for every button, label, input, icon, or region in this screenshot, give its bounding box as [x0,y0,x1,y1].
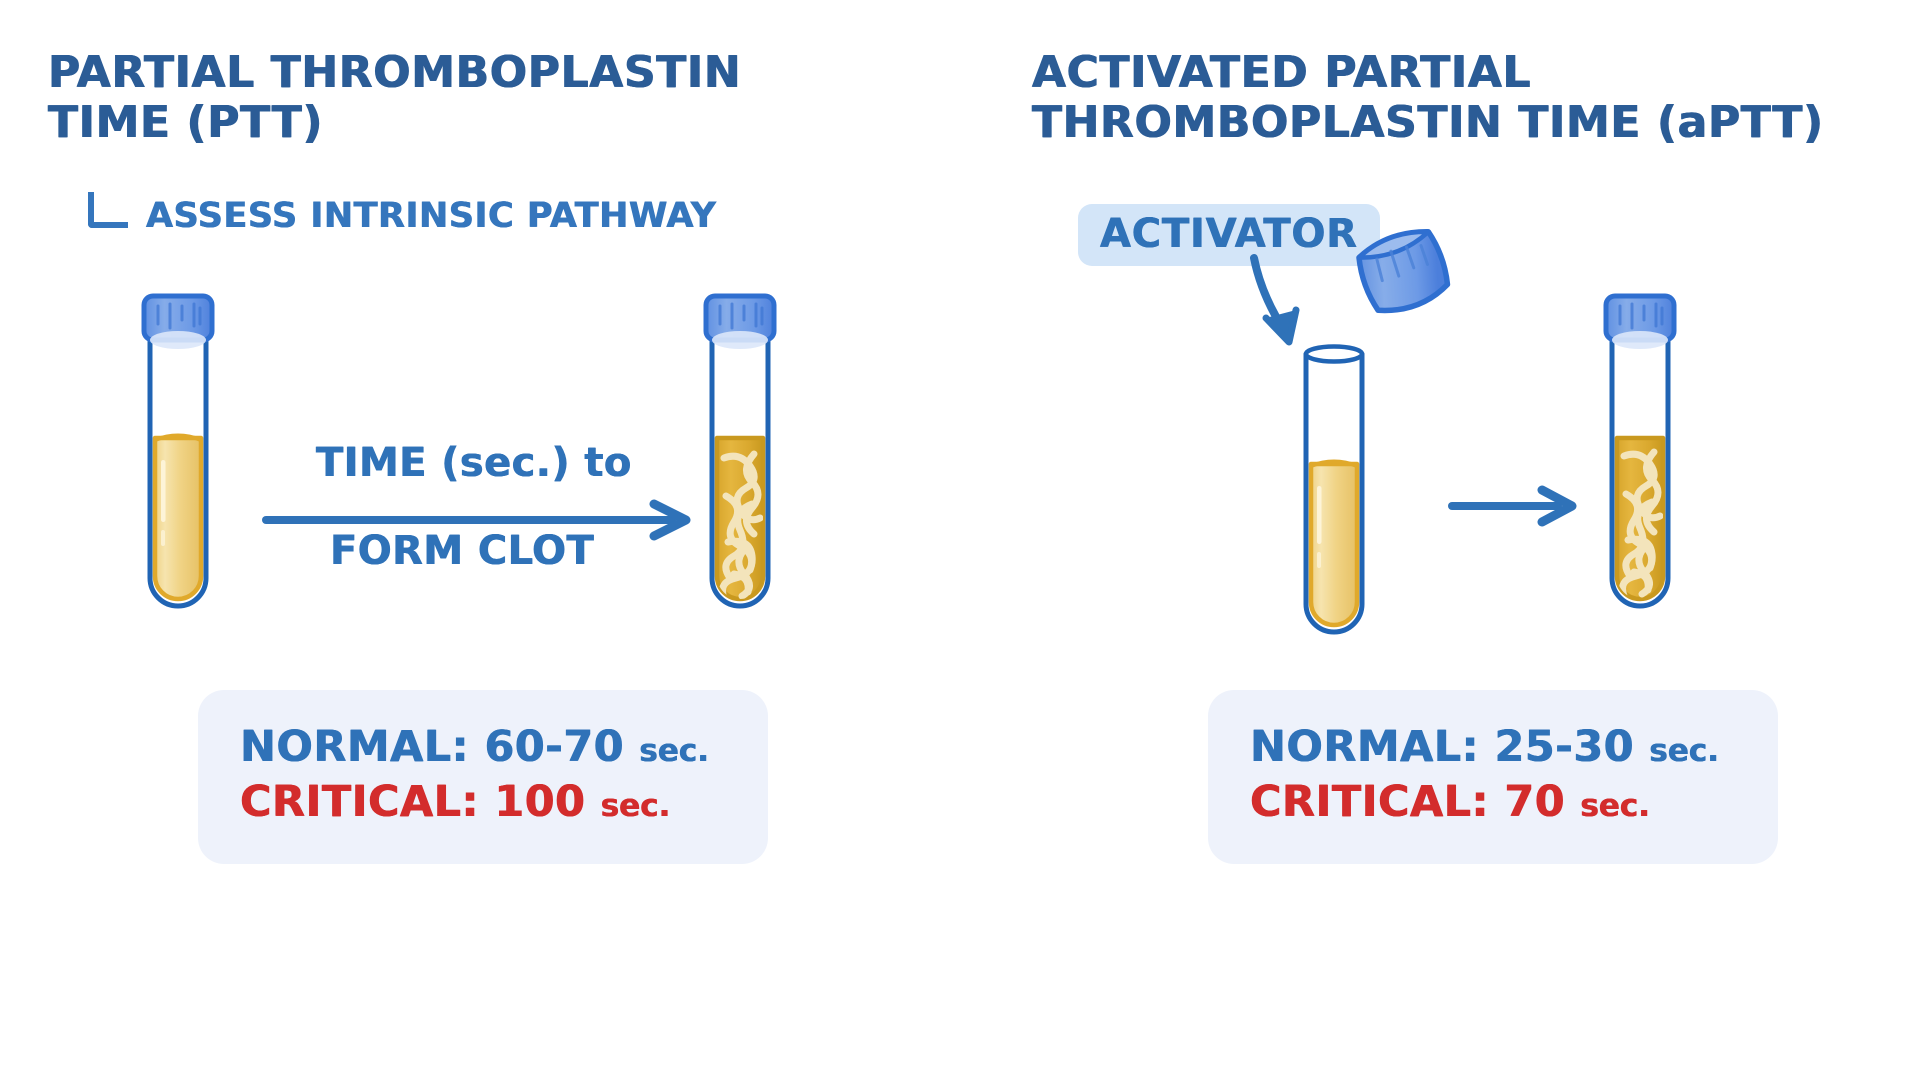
test-tube-clotted-icon [688,290,808,640]
test-tube-capped-icon [126,290,246,640]
ptt-normal-label: NORMAL: [240,722,470,772]
ptt-arrow-label-line2: FORM CLOT [330,528,595,574]
aptt-reference-box: NORMAL: 25-30 sec. CRITICAL: 70 sec. [1208,690,1778,865]
aptt-critical-value: 70 [1504,777,1566,828]
ptt-normal-unit: sec. [639,733,710,769]
aptt-normal-unit: sec. [1649,733,1720,769]
ptt-arrow-label-line1: TIME (sec.) to [316,440,632,486]
aptt-critical-unit: sec. [1580,788,1651,825]
test-tube-open-icon [1282,340,1402,670]
ptt-normal-row: NORMAL: 60-70 sec. [240,720,726,775]
ptt-subline: ASSESS INTRINSIC PATHWAY [146,196,717,236]
right-arrow-icon [1448,485,1588,527]
ptt-normal-value: 60-70 [484,722,625,772]
activator-badge: ACTIVATOR [1078,204,1380,266]
detached-tube-cap-icon [1338,198,1490,345]
ptt-critical-label: CRITICAL: [240,777,480,828]
ptt-reference-box: NORMAL: 60-70 sec. CRITICAL: 100 sec. [198,690,768,865]
aptt-title: ACTIVATED PARTIAL THROMBOPLASTIN TIME (a… [1032,47,1824,149]
elbow-connector-icon [88,192,128,228]
ptt-critical-row: CRITICAL: 100 sec. [240,775,726,830]
test-tube-clotted-icon [1588,290,1708,640]
right-arrow-icon [262,499,702,541]
ptt-panel: PARTIAL THROMBOPLASTIN TIME (PTT) ASSESS… [48,47,808,865]
aptt-normal-row: NORMAL: 25-30 sec. [1250,720,1736,775]
ptt-critical-unit: sec. [600,788,671,825]
ptt-critical-value: 100 [494,777,586,828]
aptt-normal-label: NORMAL: [1250,722,1480,772]
curved-down-arrow-icon [1244,252,1364,362]
aptt-critical-row: CRITICAL: 70 sec. [1250,775,1736,830]
aptt-panel: ACTIVATED PARTIAL THROMBOPLASTIN TIME (a… [960,0,1920,1080]
aptt-normal-value: 25-30 [1494,722,1635,772]
aptt-critical-label: CRITICAL: [1250,777,1490,828]
ptt-title: PARTIAL THROMBOPLASTIN TIME (PTT) [48,47,742,149]
